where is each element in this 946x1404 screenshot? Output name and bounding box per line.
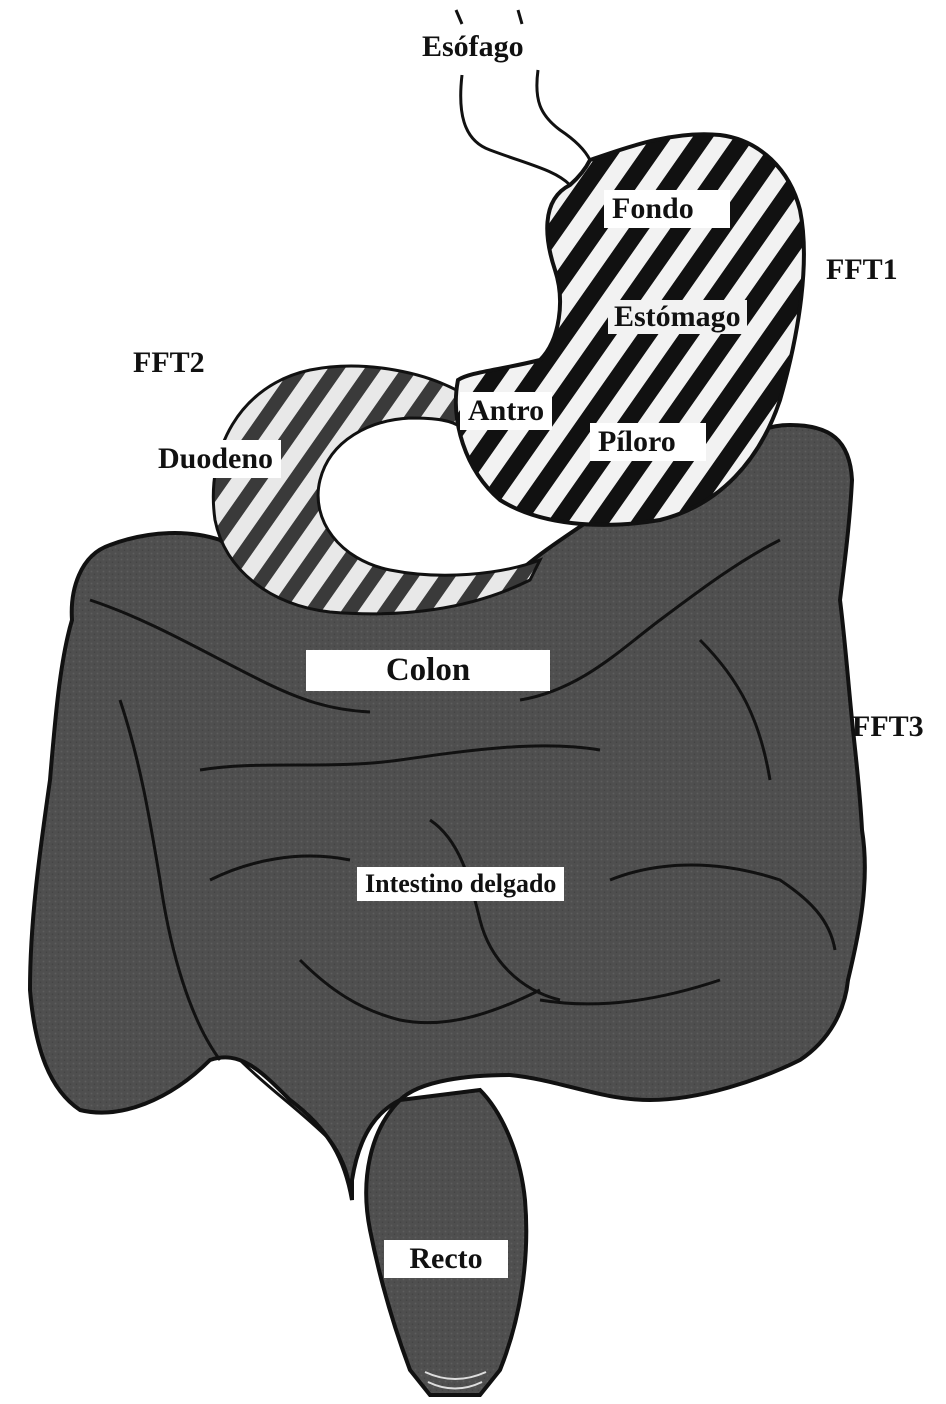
rectum-label: Recto [384, 1240, 508, 1278]
pylorus-label: Píloro [590, 423, 706, 461]
esophagus-tick-2 [518, 10, 522, 24]
fft1-label: FFT1 [826, 255, 898, 285]
duodenum-label: Duodeno [150, 440, 281, 478]
small-intestine-label: Intestino delgado [357, 867, 564, 901]
antrum-label: Antro [460, 392, 552, 430]
esophagus-left-wall [461, 75, 570, 185]
fft3-label: FFT3 [852, 712, 924, 742]
intestine-mass [30, 425, 865, 1200]
stomach-label: Estómago [608, 300, 747, 334]
colon-label: Colon [306, 650, 550, 691]
esophagus-right-wall [537, 70, 590, 160]
esophagus-tick-1 [456, 10, 462, 24]
esophagus-label: Esófago [422, 32, 524, 62]
fundus-label: Fondo [604, 190, 730, 228]
fft2-label: FFT2 [133, 348, 205, 378]
